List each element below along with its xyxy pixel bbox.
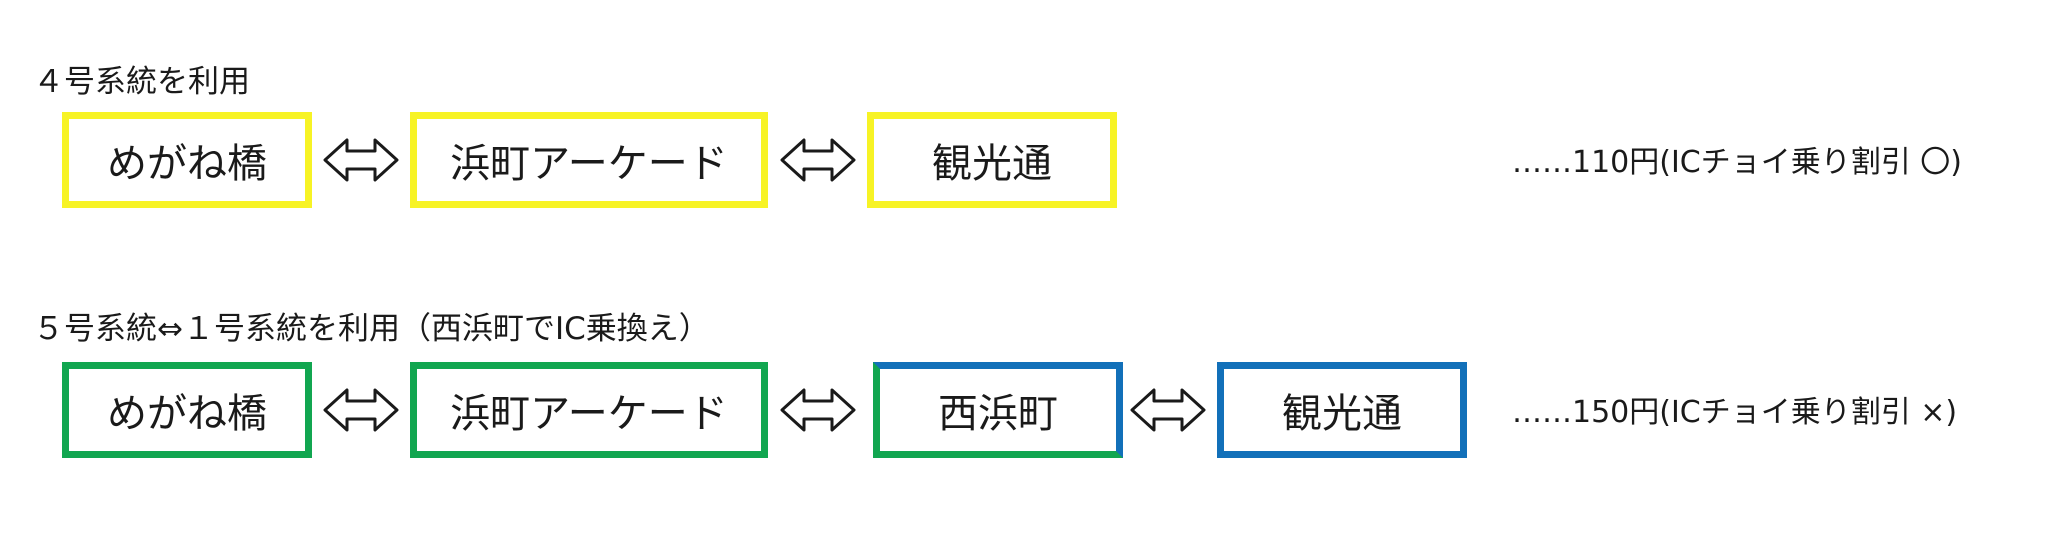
double-arrow-icon bbox=[323, 138, 399, 182]
route-4-title: ４号系統を利用 bbox=[33, 64, 250, 100]
stop-meganebashi: めがね橋 bbox=[62, 112, 312, 208]
stop-hamanomachi-arcade: 浜町アーケード bbox=[410, 112, 768, 208]
fare-label: ……150円(ICチョイ乗り割引 ×) bbox=[1512, 395, 1958, 430]
double-arrow-icon bbox=[780, 388, 856, 432]
double-arrow-icon bbox=[323, 388, 399, 432]
stop-kankodori: 観光通 bbox=[867, 112, 1117, 208]
stop-hamanomachi-arcade: 浜町アーケード bbox=[410, 362, 768, 458]
double-arrow-icon bbox=[1130, 388, 1206, 432]
stop-meganebashi: めがね橋 bbox=[62, 362, 312, 458]
fare-label: ……110円(ICチョイ乗り割引 〇) bbox=[1512, 145, 1962, 180]
stop-kankodori: 観光通 bbox=[1217, 362, 1467, 458]
route-5-1-title: ５号系統⇔１号系統を利用（西浜町でIC乗換え） bbox=[33, 311, 710, 347]
stop-nishihamanomachi: 西浜町 bbox=[873, 362, 1123, 458]
double-arrow-icon bbox=[780, 138, 856, 182]
